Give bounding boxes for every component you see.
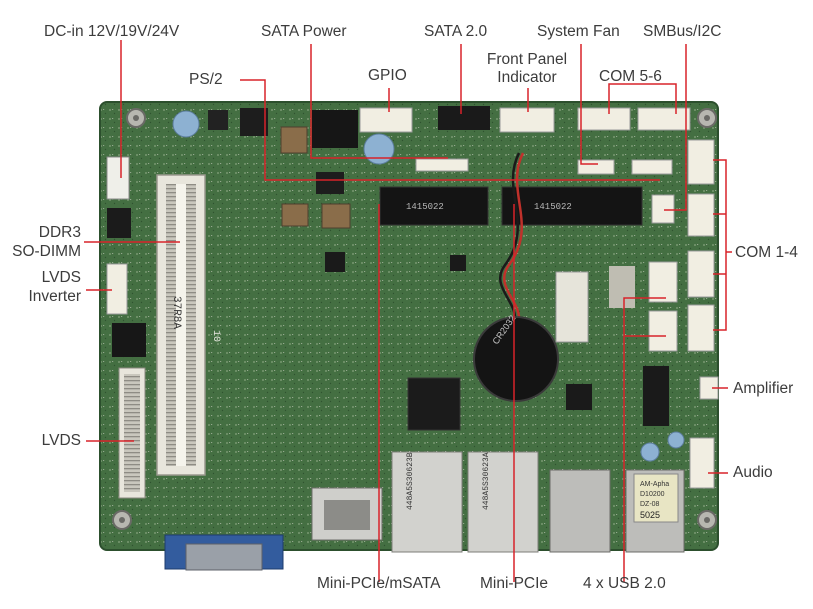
gpio-label: GPIO xyxy=(368,67,407,84)
socket-2-text: 1415022 xyxy=(534,202,572,212)
amplifier-label: Amplifier xyxy=(733,380,794,397)
leader-com56 xyxy=(608,83,677,114)
audio-label: Audio xyxy=(733,464,773,481)
lvds-inverter-label-line-1: LVDS xyxy=(41,269,81,286)
rear-io: 448A5S30623B 448A5S30623A AM-Apha D10200… xyxy=(164,431,685,571)
lvds-inverter-label-line-2: Inverter xyxy=(28,288,81,305)
top-components xyxy=(106,106,691,229)
right-headers xyxy=(648,139,719,489)
system-fan-label: System Fan xyxy=(537,23,620,40)
socket-1-text: 1415022 xyxy=(406,202,444,212)
usb-label: 4 x USB 2.0 xyxy=(583,575,666,592)
center-components: 1415022 1415022 CR2032 xyxy=(325,152,669,431)
slot-id-text: 10 xyxy=(210,330,221,342)
left-components xyxy=(106,208,146,499)
dc-in-label: DC-in 12V/19V/24V xyxy=(44,23,180,40)
slot-print-text: 37R8A xyxy=(170,296,182,329)
minipcie-label: Mini-PCIe xyxy=(480,575,549,592)
audio-jack-text-3: DZ-08 xyxy=(640,501,660,508)
smbus-label: SMBus/I2C xyxy=(643,23,722,40)
audio-jack-text-2: D10200 xyxy=(640,491,665,498)
leader-system-fan xyxy=(580,44,598,165)
audio-jack-text-1: AM-Apha xyxy=(640,481,669,488)
sodimm-slot: 37R8A 10 xyxy=(156,174,221,476)
leader-usb xyxy=(623,297,666,582)
ddr3-label-line-1: DDR3 xyxy=(38,224,81,241)
leader-ps2 xyxy=(240,79,660,181)
lan-2-text: 448A5S30623A xyxy=(482,452,491,510)
audio-jack-text-4: 5025 xyxy=(640,510,660,520)
lvds-label: LVDS xyxy=(41,432,81,449)
leader-smbus xyxy=(664,44,687,211)
com14-label: COM 1-4 xyxy=(735,244,798,261)
lan-1-text: 448A5S30623B xyxy=(406,452,415,510)
front-panel-label-line-2: Indicator xyxy=(497,69,557,86)
ddr3-label-line-2: SO-DIMM xyxy=(12,243,81,260)
leader-com14 xyxy=(713,159,732,331)
minipcie-msata-label: Mini-PCIe/mSATA xyxy=(317,575,441,592)
sata-label: SATA 2.0 xyxy=(424,23,488,40)
com56-label: COM 5-6 xyxy=(599,68,662,85)
sata-power-label: SATA Power xyxy=(261,23,347,40)
leader-lines xyxy=(84,40,732,582)
ps2-label: PS/2 xyxy=(189,71,223,88)
leader-sata-power xyxy=(310,44,448,159)
front-panel-label-line-1: Front Panel xyxy=(486,51,568,68)
